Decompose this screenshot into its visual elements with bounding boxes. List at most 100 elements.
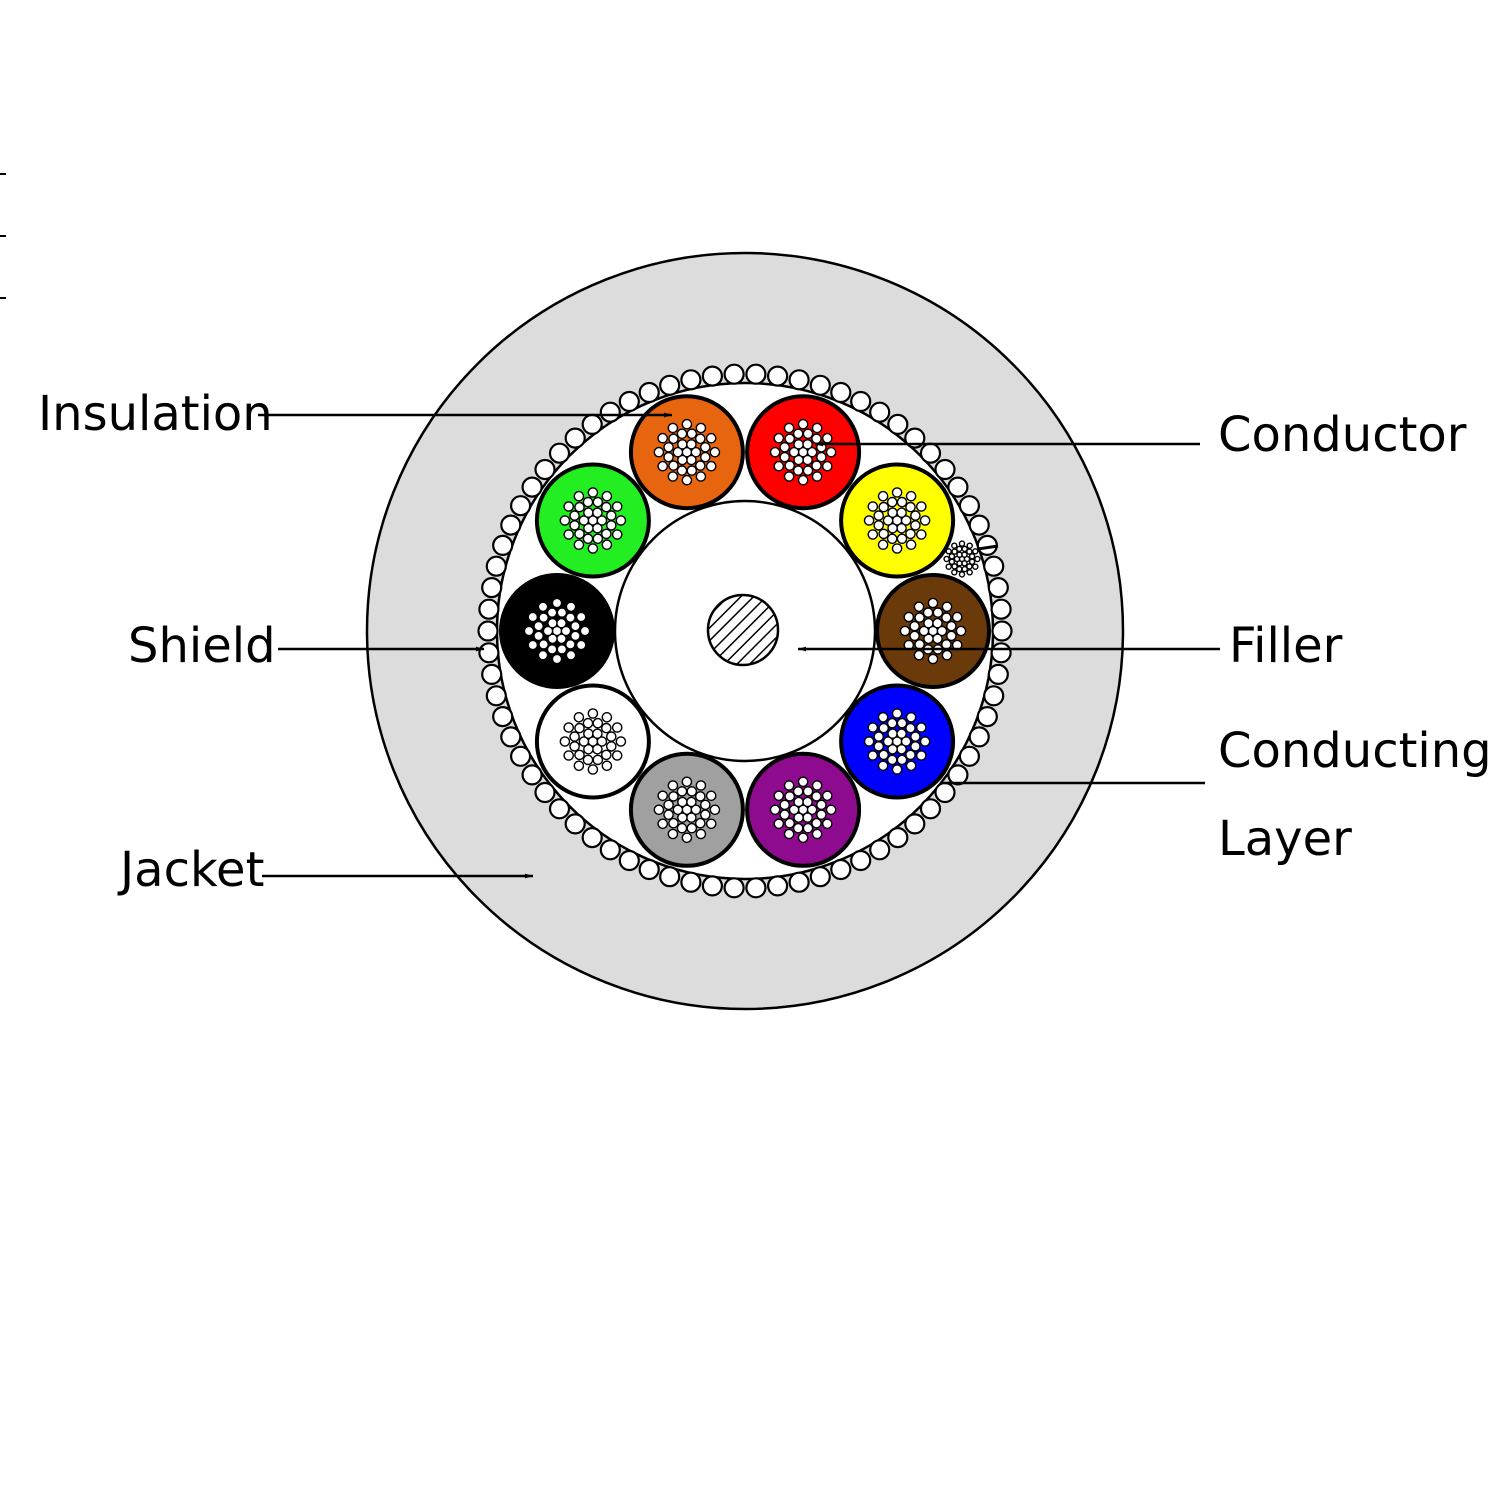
core-purple: [745, 751, 862, 868]
conductor-strand: [811, 460, 822, 471]
shield-strand: [548, 798, 571, 820]
conductor-strand: [877, 760, 889, 772]
shield-strand: [500, 514, 522, 536]
shield-strand: [830, 858, 852, 881]
core-brown: [875, 573, 991, 689]
conductor-strand: [811, 780, 823, 791]
conductor-strand: [563, 529, 575, 540]
edge-marks: [0, 173, 6, 299]
conductor-strand: [955, 625, 967, 637]
core-black: [499, 573, 615, 689]
conductor-strand: [686, 786, 698, 797]
conductor-strand: [677, 439, 688, 450]
conductor-strand: [788, 446, 800, 458]
conductor-strand: [559, 515, 571, 526]
conductor-strand: [601, 501, 612, 513]
shield-strand: [947, 764, 969, 786]
conductor-strand: [700, 799, 711, 811]
shield-strand: [581, 413, 603, 435]
shield-strand: [618, 390, 640, 413]
conductor-strand: [538, 612, 549, 623]
conductor-strand: [573, 490, 585, 502]
conductor-strand: [784, 791, 796, 802]
conductor-strand: [569, 520, 580, 531]
conductor-strand: [905, 712, 917, 723]
conductor-strand: [695, 791, 706, 802]
conductor-strand: [686, 812, 697, 823]
conductor-strand: [569, 731, 580, 742]
conductor-strand: [783, 422, 795, 434]
conductor-strand: [663, 799, 674, 811]
conductor-strand: [769, 446, 781, 458]
conductor-strand: [542, 625, 554, 637]
conductor-strand: [825, 446, 837, 458]
conductor-strand: [887, 507, 898, 519]
conductor-strand: [657, 790, 669, 802]
conductor-strand: [968, 553, 976, 560]
conductor-strand: [579, 625, 591, 637]
conductor-strand: [905, 501, 916, 513]
shield-strand: [534, 781, 556, 804]
conductor-strand: [563, 722, 575, 733]
shield-strand: [509, 745, 532, 767]
conductor-strand: [873, 741, 885, 752]
shield-strand: [830, 381, 852, 404]
conductor-strand: [578, 736, 590, 747]
conductor-strand: [538, 639, 549, 650]
conductor-strand: [793, 796, 804, 808]
conductor-strand: [537, 649, 549, 661]
conductor-strand: [966, 563, 973, 570]
conductor-strand: [676, 465, 688, 476]
conductor-strand: [966, 569, 973, 576]
conductor-strand: [958, 571, 966, 578]
conductor-strand: [951, 563, 958, 570]
conductor-strand: [916, 750, 927, 761]
conductor-strand: [822, 432, 833, 444]
conductor-strand: [681, 832, 693, 844]
label-conductor: Conductor: [1218, 407, 1467, 463]
shield-strand: [745, 363, 767, 385]
conductor-strand: [867, 501, 879, 512]
conductor-strand: [793, 812, 804, 823]
conductor-strand: [910, 731, 921, 742]
conductor-strand: [686, 796, 697, 808]
conductor-strand: [547, 617, 558, 629]
conductor-strand: [574, 749, 585, 761]
conductor-strand: [913, 649, 925, 661]
conductor-strand: [811, 422, 823, 434]
conductor-strand: [569, 741, 580, 752]
conductor-strand: [945, 548, 952, 555]
conductor-strand: [527, 611, 539, 623]
shield-strand: [618, 849, 640, 872]
conductor-strand: [533, 620, 544, 632]
conductor-strand: [863, 515, 875, 526]
shield-strand: [701, 875, 724, 897]
conductor-strand: [695, 471, 707, 482]
conductor-strand: [695, 460, 706, 471]
conductor-strand: [811, 471, 823, 482]
shield-strand: [983, 685, 1005, 707]
conductor-strand: [565, 612, 576, 623]
conductor-strand: [677, 796, 688, 808]
conductor-strand: [690, 804, 702, 816]
conductor-strand: [587, 708, 599, 719]
conductor-strand: [574, 722, 585, 734]
conductor-strand: [867, 722, 879, 733]
shield-strand: [850, 390, 872, 413]
conductor-strand: [966, 542, 973, 549]
conductor-strand: [941, 649, 953, 661]
conductor-strand: [677, 812, 688, 823]
shield-strand: [919, 442, 942, 464]
conductor-strand: [943, 555, 950, 563]
shield-strand: [869, 839, 891, 861]
conductor-strand: [873, 520, 885, 531]
conductor-strand: [909, 620, 920, 632]
conductor-strand: [556, 607, 568, 618]
conductor-strand: [773, 432, 785, 444]
shield-strand: [766, 365, 789, 387]
conductor-strand: [575, 639, 587, 651]
conductor-strand: [896, 496, 908, 508]
conductor-strand: [916, 501, 927, 512]
conductor-strand: [896, 533, 908, 545]
conductor-strand: [663, 441, 674, 453]
